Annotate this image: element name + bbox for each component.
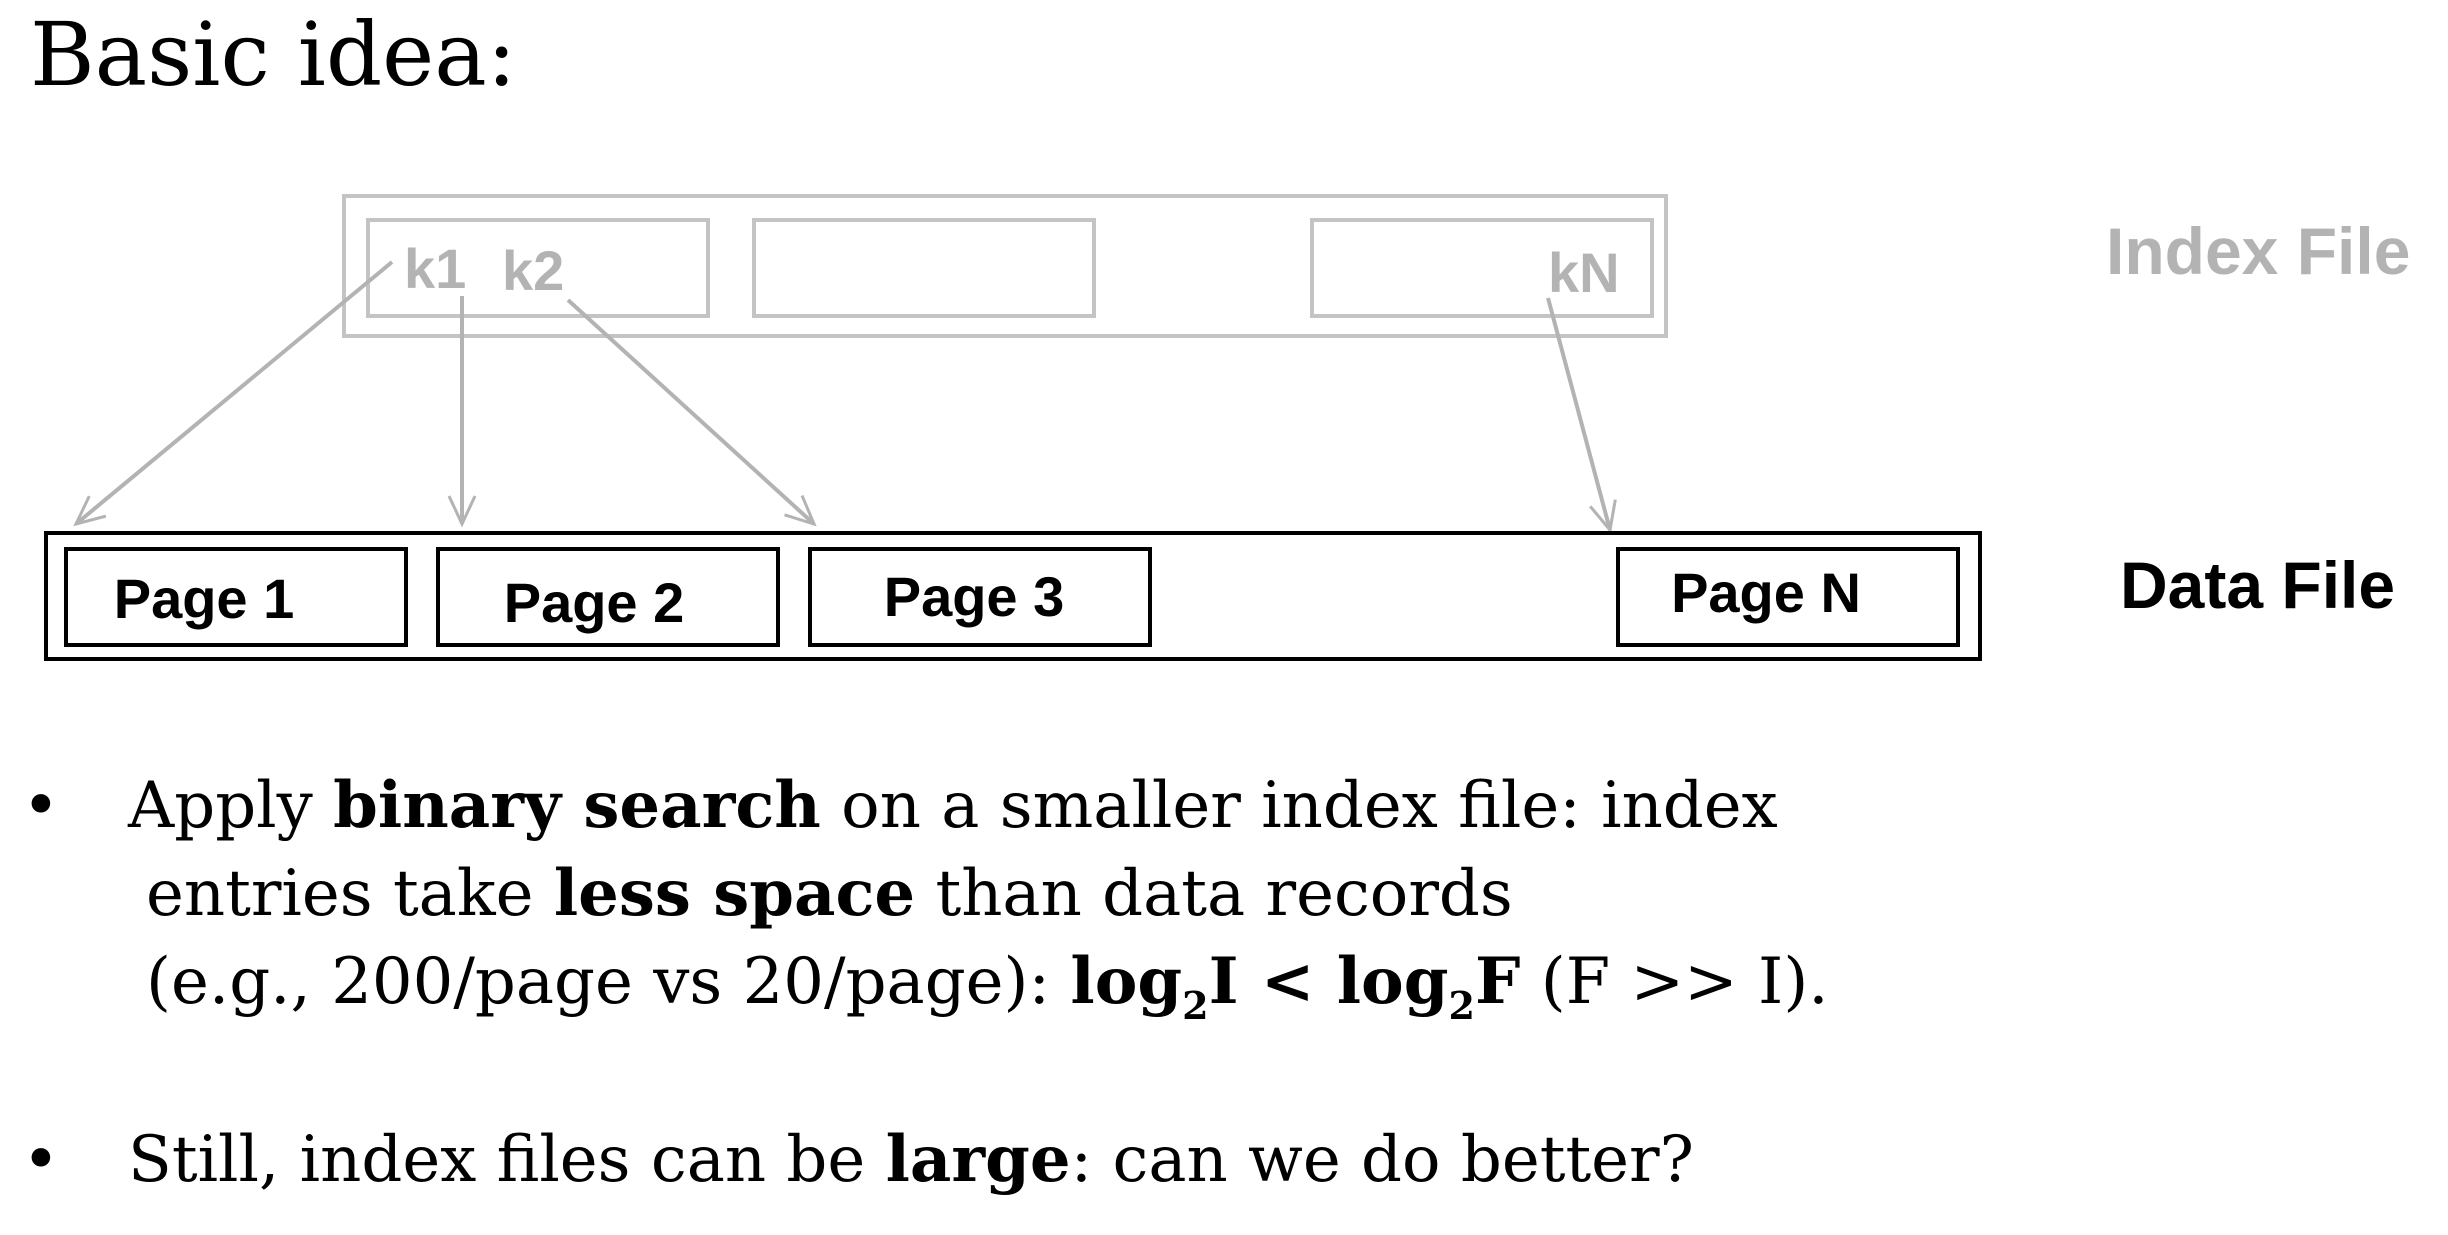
arrow-k2-to-page3 (566, 298, 817, 527)
index-page-n (1310, 218, 1654, 318)
page-1-label: Page 1 (114, 567, 295, 630)
bullet-marker: • (22, 1123, 60, 1197)
log-var: I (1208, 944, 1239, 1019)
data-file (44, 531, 1982, 661)
data-file-label: Data File (2120, 548, 2395, 622)
bullet-line: Apply binary search on a smaller index f… (128, 762, 2328, 850)
page-3-label: Page 3 (884, 565, 1065, 628)
bullet-line: Still, index files can be large: can we … (128, 1116, 2328, 1204)
log-var: F (1474, 944, 1521, 1019)
bullet-line: entries take less space than data record… (128, 850, 2328, 938)
text-run: on a smaller index file: index (820, 769, 1778, 843)
data-page-3 (808, 547, 1152, 647)
data-page-2 (436, 547, 780, 647)
index-page-1 (366, 218, 710, 318)
slide-title: Basic idea: (30, 3, 517, 106)
page-2-label: Page 2 (504, 571, 685, 634)
arrow-k1-to-page1 (73, 260, 394, 527)
key-k2: k2 (502, 239, 564, 302)
log-text: log (1336, 944, 1449, 1019)
less-than: < (1238, 944, 1337, 1019)
pointer-arrows (73, 260, 1617, 534)
arrow-kn-to-pagen (1546, 297, 1617, 534)
index-file-outer-box (342, 194, 1668, 338)
log-text: log (1070, 944, 1183, 1019)
key-kn: kN (1548, 241, 1620, 304)
key-k1: k1 (404, 237, 466, 300)
data-page-1 (64, 547, 408, 647)
text-run: than data records (915, 857, 1513, 931)
log-comparison: log2I < log2F (1070, 944, 1521, 1025)
bullet-text: Apply binary search on a smaller index f… (128, 762, 2328, 1026)
index-data-file-diagram: k1 k2 kN Index File Page 1 Page 2 Page 3… (44, 194, 2410, 661)
bullet-line: (e.g., 200/page vs 20/page): log2I < log… (128, 938, 2328, 1026)
bold-text: binary search (333, 768, 821, 843)
text-run: : can we do better? (1070, 1123, 1694, 1197)
text-run: Still, index files can be (128, 1123, 886, 1197)
text-run: entries take (146, 857, 554, 931)
page-n-label: Page N (1671, 561, 1861, 624)
log-base: 2 (1448, 983, 1475, 1028)
index-file-label: Index File (2106, 214, 2410, 288)
index-page-2 (752, 218, 1096, 318)
bold-text: large (885, 1122, 1071, 1197)
bullet-text: Still, index files can be large: can we … (128, 1116, 2328, 1204)
data-file-outer-box (44, 531, 1982, 661)
data-page-n (1616, 547, 1960, 647)
log-base: 2 (1182, 983, 1209, 1028)
bullet-marker: • (22, 769, 60, 843)
bold-text: less space (553, 856, 916, 931)
text-run: Apply (128, 769, 334, 843)
text-run: (F >> I). (1520, 945, 1829, 1019)
text-run: (e.g., 200/page vs 20/page): (146, 945, 1071, 1019)
index-file (342, 194, 1668, 338)
